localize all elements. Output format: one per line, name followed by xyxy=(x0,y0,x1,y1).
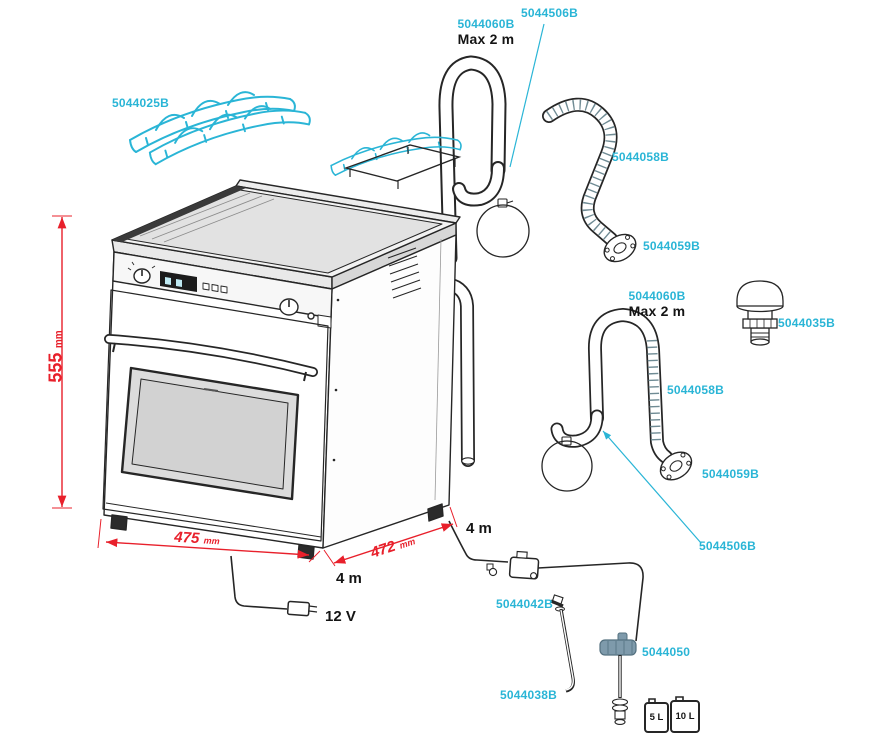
fuel-pickup-part xyxy=(550,594,575,693)
dim-depth-unit: mm xyxy=(398,536,417,551)
wall-flange-mid-part xyxy=(659,451,693,481)
control-knob-left xyxy=(127,261,156,284)
dim-height-value: 555 xyxy=(45,352,66,383)
fuel-pump-part xyxy=(508,550,540,580)
label-fuel-line-length: 4 m xyxy=(466,520,492,537)
dim-width-value: 475 xyxy=(173,528,200,548)
dim-height-unit: mm xyxy=(53,330,65,349)
jerry-can-5l xyxy=(644,698,669,733)
label-grill-rack: 5044025B xyxy=(112,96,169,110)
wall-flange-top-part xyxy=(603,233,637,263)
label-vent-hose-mid-part: 5044060B xyxy=(628,289,686,303)
label-corrugated-hose-top: 5044058B xyxy=(612,150,669,164)
label-vent-hose-top-max: Max 2 m xyxy=(457,31,515,47)
label-vent-hose-mid-max: Max 2 m xyxy=(628,303,686,319)
control-display xyxy=(160,271,197,292)
hose-clamp-loop-mid xyxy=(541,436,593,492)
control-buttons xyxy=(202,282,228,294)
hose-clamp-loop-top xyxy=(476,198,530,258)
sleeve-top-part xyxy=(452,161,505,207)
vent-cap-part xyxy=(736,280,784,346)
label-vent-hose-mid: 5044060B Max 2 m xyxy=(597,289,717,319)
power-plug xyxy=(286,600,318,617)
label-sleeve-top: 5044506B xyxy=(521,6,578,20)
oven-foot xyxy=(110,514,128,531)
dim-width-unit: mm xyxy=(203,535,220,547)
oven-door-window xyxy=(120,366,300,501)
label-power-voltage: 12 V xyxy=(325,608,356,625)
label-fuel-pump: 5044042B xyxy=(496,597,553,611)
label-vent-hose-top-part: 5044060B xyxy=(457,17,515,31)
igniter-button xyxy=(317,314,332,329)
vent-hose-top-part xyxy=(438,55,507,266)
label-vent-cap: 5044035B xyxy=(778,316,835,330)
indicator-lamp xyxy=(307,312,315,320)
control-knob-right xyxy=(279,298,299,316)
corrugated-hose-top-part xyxy=(542,97,618,246)
dimension-width xyxy=(97,518,321,563)
leader-line-sleeve-mid xyxy=(602,430,702,544)
oven-foot xyxy=(427,503,444,522)
oven-foot xyxy=(297,544,315,560)
oven-unit xyxy=(102,179,461,560)
dimension-depth xyxy=(323,506,458,567)
label-tank-gauge: 5044050 xyxy=(642,645,691,659)
label-corrugated-hose-mid: 5044058B xyxy=(667,383,724,397)
sleeve-mid-part xyxy=(550,409,604,448)
oven-door-handle xyxy=(104,334,318,382)
leader-line-sleeve-top xyxy=(509,23,545,168)
label-wall-flange-mid: 5044059B xyxy=(702,467,759,481)
side-vent-slats xyxy=(387,247,422,299)
fuel-line xyxy=(448,520,644,642)
oven-door-outline xyxy=(102,289,329,542)
dim-height-label: 555 mm xyxy=(46,313,67,401)
label-sleeve-mid: 5044506B xyxy=(699,539,756,553)
grill-rack-parts xyxy=(129,91,463,189)
power-cable xyxy=(230,555,288,610)
label-tank-large: 10 L xyxy=(675,711,695,722)
label-fuel-pickup: 5044038B xyxy=(500,688,557,702)
label-wall-flange-top: 5044059B xyxy=(643,239,700,253)
label-tank-small: 5 L xyxy=(649,712,664,723)
jerry-can-10l xyxy=(670,696,700,733)
dimension-height xyxy=(52,215,72,509)
rack-support-frame xyxy=(343,144,462,182)
tank-gauge-part xyxy=(599,632,637,725)
vent-hose-mid-part xyxy=(588,307,673,464)
label-vent-hose-top: 5044060B Max 2 m xyxy=(426,17,546,47)
label-cable-length: 4 m xyxy=(336,570,362,587)
